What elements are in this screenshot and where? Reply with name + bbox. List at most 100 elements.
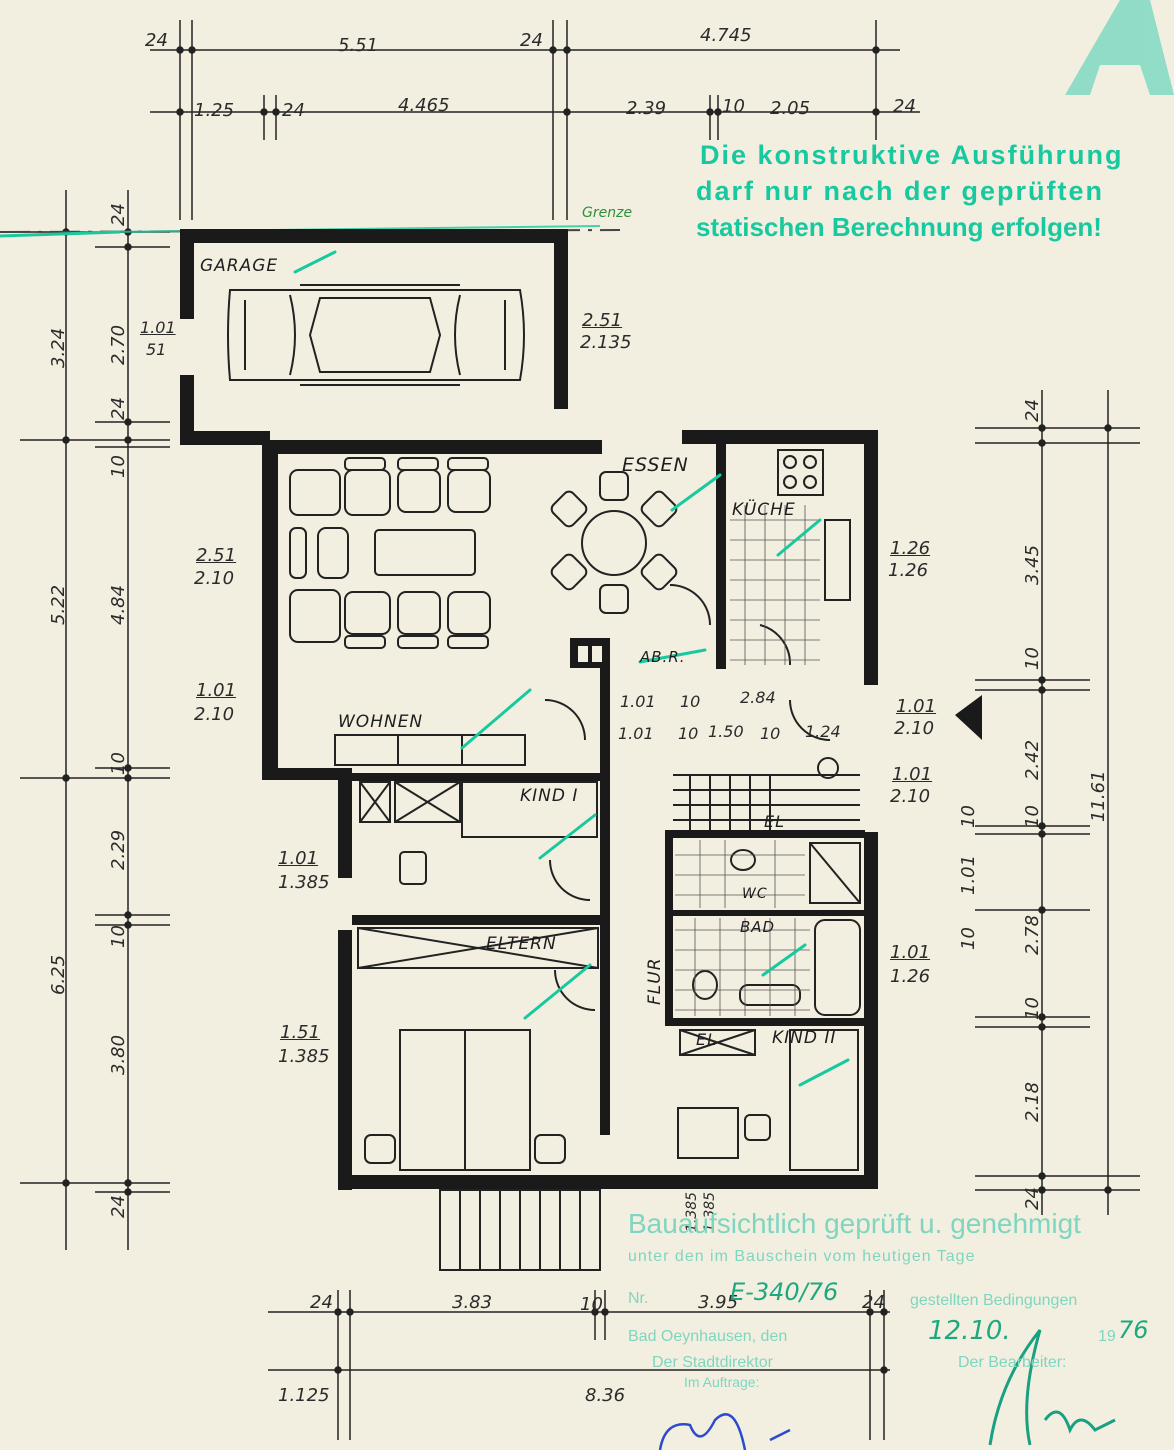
dim-right-10a: 10 <box>1022 647 1043 670</box>
bottom-dimension-lines <box>268 1290 890 1440</box>
dim-right-218: 2.18 <box>1022 1081 1043 1122</box>
approval-year-prefix: 19 <box>1098 1328 1116 1345</box>
dim-left-270: 2.70 <box>108 324 129 365</box>
dim-bottom-383: 3.83 <box>452 1292 493 1313</box>
dim-bottom-395: 3.95 <box>698 1292 739 1313</box>
open-hall-10b: 10 <box>678 724 699 743</box>
car-symbol <box>227 284 525 386</box>
approval-left-sign: Der Stadtdirektor <box>652 1354 773 1371</box>
dim-left-380: 3.80 <box>108 1034 129 1075</box>
dim-right-10d: 10 <box>958 927 979 950</box>
entrance-arrow <box>955 695 982 740</box>
dim-top-551: 5.51 <box>338 35 379 56</box>
dim-left-484: 4.84 <box>108 584 129 625</box>
approval-place: Bad Oeynhausen, den <box>628 1328 788 1345</box>
dim-left-625: 6.25 <box>48 954 69 995</box>
dim-bottom-1125: 1.125 <box>278 1385 330 1406</box>
dim-left-24a: 24 <box>108 203 129 226</box>
open-bath-b: 1.26 <box>890 966 931 987</box>
open-kitchen-a: 1.26 <box>890 538 931 559</box>
dim-top-10: 10 <box>722 96 745 117</box>
dim-right-10b: 10 <box>1022 805 1043 828</box>
approval-title: Bauaufsichtlich geprüft u. genehmigt <box>628 1208 1081 1239</box>
dim-left-10c: 10 <box>108 925 129 948</box>
approval-date: 12.10. <box>928 1316 1011 1346</box>
left-dimension-lines <box>0 190 170 1250</box>
notice-line-3: statischen Berechnung erfolgen! <box>696 212 1102 242</box>
approval-year: 76 <box>1118 1316 1149 1344</box>
open-living-a: 2.51 <box>196 545 237 566</box>
dim-top-4745: 4.745 <box>700 25 752 46</box>
dim-left-24c: 24 <box>108 1195 129 1218</box>
open-stair-b: 2.10 <box>890 786 931 807</box>
open-garage-left-a: 1.01 <box>140 318 176 337</box>
approval-nr-label: Nr. <box>628 1290 649 1307</box>
green-check-marks <box>293 250 850 1087</box>
room-kind1: KIND I <box>520 786 579 806</box>
garage-walls <box>180 229 568 445</box>
dim-top-4465: 4.465 <box>398 95 450 116</box>
open-kind1-a: 1.01 <box>278 848 319 869</box>
dim-top-205: 2.05 <box>770 98 811 119</box>
dim-right-345: 3.45 <box>1022 544 1043 585</box>
dim-right-10e: 10 <box>1022 997 1043 1020</box>
room-el-upper: EL <box>764 812 786 831</box>
top-dimension-lines <box>150 20 920 220</box>
dim-left-522: 5.22 <box>48 584 69 625</box>
open-hall-124: 1.24 <box>805 722 841 741</box>
room-el-lower: EL <box>696 1030 718 1049</box>
open-eltern-b: 1.385 <box>278 1046 330 1067</box>
room-flur: FLUR <box>645 957 665 1005</box>
approval-nr-value: E-340/76 <box>730 1278 839 1306</box>
room-garage: GARAGE <box>200 256 279 276</box>
kitchen-tiles <box>730 505 820 665</box>
dim-top-24a: 24 <box>145 30 168 51</box>
handwritten-grenze: Grenze <box>582 205 633 221</box>
open-garage-right-a: 2.51 <box>582 310 623 331</box>
room-bad: BAD <box>740 918 776 936</box>
dim-bottom-24b: 24 <box>862 1292 885 1313</box>
stamp-a-graphic <box>1065 0 1174 95</box>
signature-marks <box>658 1413 791 1450</box>
dim-right-242: 2.42 <box>1022 739 1043 780</box>
open-kind1-b: 1.385 <box>278 872 330 893</box>
dim-left-324: 3.24 <box>48 327 69 368</box>
room-kind2: KIND II <box>772 1028 837 1048</box>
open-hall-101a: 1.01 <box>620 692 656 711</box>
dim-right-101: 1.01 <box>958 854 979 895</box>
open-hall-10c: 10 <box>760 724 781 743</box>
furniture <box>289 449 861 1271</box>
approval-left-sign2: Im Auftrage: <box>684 1374 760 1390</box>
dim-top-24d: 24 <box>893 96 916 117</box>
right-dimension-lines <box>975 390 1140 1215</box>
open-living2-b: 2.10 <box>194 704 235 725</box>
dim-left-229: 2.29 <box>108 829 129 870</box>
dim-right-10c: 10 <box>958 805 979 828</box>
open-living-b: 2.10 <box>194 568 235 589</box>
dim-right-24a: 24 <box>1022 399 1043 422</box>
room-eltern: ELTERN <box>486 934 557 954</box>
bath-tiles <box>675 840 810 1016</box>
approval-right-sign: Der Bearbeiter: <box>958 1354 1067 1371</box>
open-entry-a: 1.01 <box>896 696 937 717</box>
dim-top-125: 1.25 <box>194 100 235 121</box>
open-kitchen-b: 1.26 <box>888 560 929 581</box>
house-walls <box>262 430 878 1190</box>
dim-left-24b: 24 <box>108 397 129 420</box>
room-wohnen: WOHNEN <box>338 712 424 732</box>
chimney-block <box>570 640 608 668</box>
room-abr: AB.R. <box>640 648 686 666</box>
open-hall-284: 2.84 <box>740 688 776 707</box>
dim-right-24b: 24 <box>1022 1187 1043 1210</box>
dim-left-10a: 10 <box>108 455 129 478</box>
approval-nr-suffix: gestellten Bedingungen <box>910 1292 1078 1309</box>
dim-right-total: 11.61 <box>1088 770 1109 822</box>
open-garage-left-b: 51 <box>146 340 167 359</box>
room-kueche: KÜCHE <box>732 500 796 520</box>
open-garage-right-b: 2.135 <box>580 332 632 353</box>
dim-top-239: 2.39 <box>626 98 667 119</box>
open-entry-b: 2.10 <box>894 718 935 739</box>
dim-right-278: 2.78 <box>1022 914 1043 955</box>
room-essen: ESSEN <box>622 454 689 476</box>
